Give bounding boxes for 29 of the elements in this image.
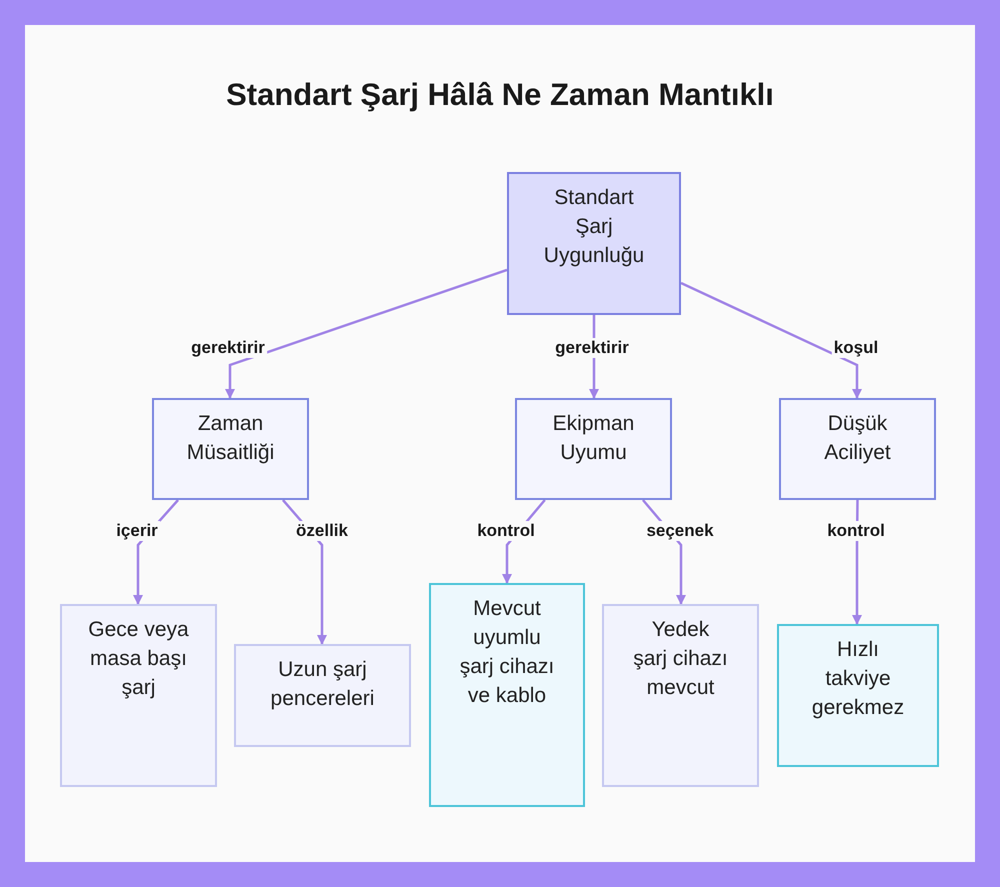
node-text: Uzun şarj pencereleri (270, 657, 376, 712)
node-text: Yedek şarj cihazı mevcut (632, 617, 729, 701)
edge-label: seçenek (644, 521, 716, 541)
node-text: Hızlı takviye gerekmez (810, 637, 906, 721)
node-text: Mevcut uyumlu şarj cihazı ve kablo (458, 596, 556, 709)
concept-box (60, 604, 217, 787)
arrow (680, 282, 862, 399)
concept-box (152, 398, 309, 500)
edge-label: gerektirir (189, 338, 267, 358)
node-text: Zaman Müsaitliği (186, 411, 276, 466)
node-text: Gece veya masa başı şarj (88, 617, 189, 701)
edge-label: gerektirir (553, 338, 631, 358)
edge-label: özellik (294, 521, 350, 541)
edge-label: içerir (114, 521, 160, 541)
concept-box (777, 624, 939, 767)
arrow (225, 268, 508, 399)
concept-box (429, 583, 585, 807)
edge-label: kontrol (825, 521, 887, 541)
concept-box (602, 604, 759, 787)
concept-box (779, 398, 936, 500)
node-text: Düşük Aciliyet (823, 411, 892, 466)
node-text: Standart Şarj Uygunluğu (542, 185, 646, 269)
edge-label: kontrol (475, 521, 537, 541)
concept-box (234, 644, 411, 747)
diagram-title: Standart Şarj Hâlâ Ne Zaman Mantıklı (225, 77, 775, 113)
concept-box (515, 398, 672, 500)
concept-box (507, 172, 681, 315)
node-text: Ekipman Uyumu (552, 411, 636, 466)
edge-label: koşul (832, 338, 880, 358)
